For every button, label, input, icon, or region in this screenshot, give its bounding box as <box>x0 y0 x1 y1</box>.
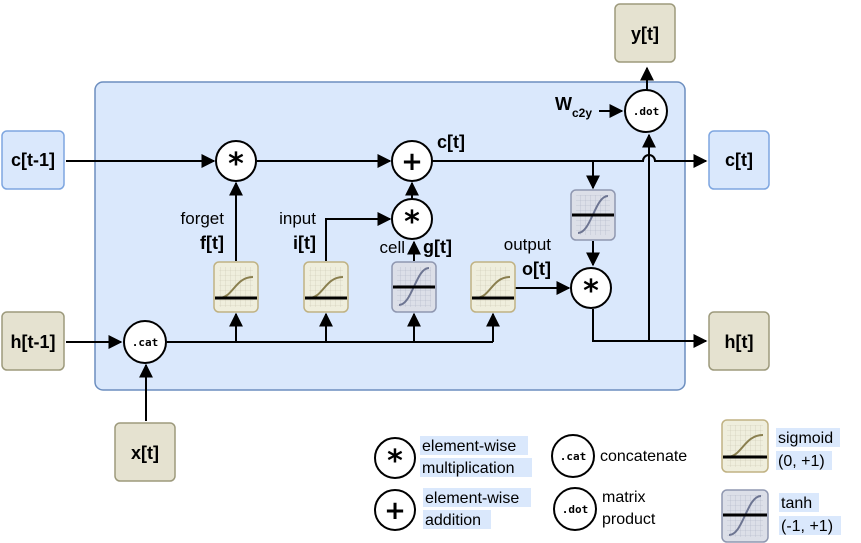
dot-op: .dot <box>624 89 668 133</box>
input-x: x[t] <box>114 422 176 482</box>
legend-mul-icon: * <box>387 444 403 479</box>
legend-mul: * element-wise multiplication <box>374 436 532 479</box>
legend-tanh-range: (-1, +1) <box>781 518 833 535</box>
legend: * element-wise multiplication + element-… <box>374 419 841 543</box>
legend-cat: .cat concatenate <box>551 434 687 478</box>
input-symbol: i[t] <box>293 233 316 253</box>
output-word: output <box>504 235 552 254</box>
cell-word: cell <box>379 238 405 257</box>
label-c-prev: c[t-1] <box>11 150 55 170</box>
weight-label: W c2y <box>555 94 592 120</box>
legend-dot: .dot matrix product <box>553 487 656 531</box>
forget-symbol: f[t] <box>200 233 224 253</box>
inner-c-label: c[t] <box>437 132 465 152</box>
add-op: + <box>391 140 433 182</box>
input-gate-sigmoid-icon <box>303 261 349 313</box>
mul-symbol: * <box>404 205 420 240</box>
legend-dot-icon: .dot <box>562 503 589 516</box>
cell-state-tanh-icon <box>570 189 616 241</box>
weight-sub: c2y <box>572 106 592 120</box>
forget-word: forget <box>181 209 225 228</box>
output-c: c[t] <box>708 130 770 190</box>
weight-base: W <box>555 94 572 114</box>
input-word: input <box>279 209 316 228</box>
cell-symbol: g[t] <box>423 237 452 257</box>
legend-tanh: tanh (-1, +1) <box>721 489 841 543</box>
output-multiply-op: * <box>570 267 612 309</box>
label-c-out: c[t] <box>725 150 753 170</box>
cell-gate-tanh-icon <box>391 261 437 313</box>
legend-add-line1: element-wise <box>425 490 519 507</box>
cat-symbol: .cat <box>132 336 159 349</box>
input-h-prev: h[t-1] <box>1 311 65 371</box>
legend-dot-line2: product <box>602 511 656 528</box>
mul-symbol: * <box>583 274 599 309</box>
wire-input-mul <box>325 212 392 261</box>
input-multiply-op: * <box>391 198 433 240</box>
output-gate-sigmoid-icon <box>470 261 516 313</box>
legend-cat-icon: .cat <box>560 450 587 463</box>
label-x: x[t] <box>131 443 159 463</box>
forget-gate-sigmoid-icon <box>213 261 259 313</box>
output-h: h[t] <box>708 311 770 371</box>
legend-tanh-name: tanh <box>781 495 812 512</box>
input-c-prev: c[t-1] <box>1 130 65 190</box>
legend-add: + element-wise addition <box>374 488 531 531</box>
mul-symbol: * <box>228 147 244 182</box>
label-h-out: h[t] <box>725 332 754 352</box>
legend-cat-label: concatenate <box>600 448 687 465</box>
legend-add-line2: addition <box>425 512 481 529</box>
legend-dot-line1: matrix <box>602 489 646 506</box>
label-y: y[t] <box>631 24 659 44</box>
dot-symbol: .dot <box>633 105 660 118</box>
legend-add-icon: + <box>384 496 406 526</box>
legend-mul-line2: multiplication <box>422 460 514 477</box>
legend-mul-line1: element-wise <box>422 438 516 455</box>
label-h-prev: h[t-1] <box>11 332 56 352</box>
legend-sigmoid: sigmoid (0, +1) <box>721 419 840 473</box>
add-symbol: + <box>401 147 423 177</box>
output-symbol: o[t] <box>522 259 551 279</box>
concat-op: .cat <box>123 320 167 364</box>
wire-mul-hout <box>592 309 708 348</box>
forget-multiply-op: * <box>215 140 257 182</box>
output-y: y[t] <box>614 3 676 63</box>
legend-sigmoid-range: (0, +1) <box>778 453 825 470</box>
legend-sigmoid-name: sigmoid <box>778 430 833 447</box>
